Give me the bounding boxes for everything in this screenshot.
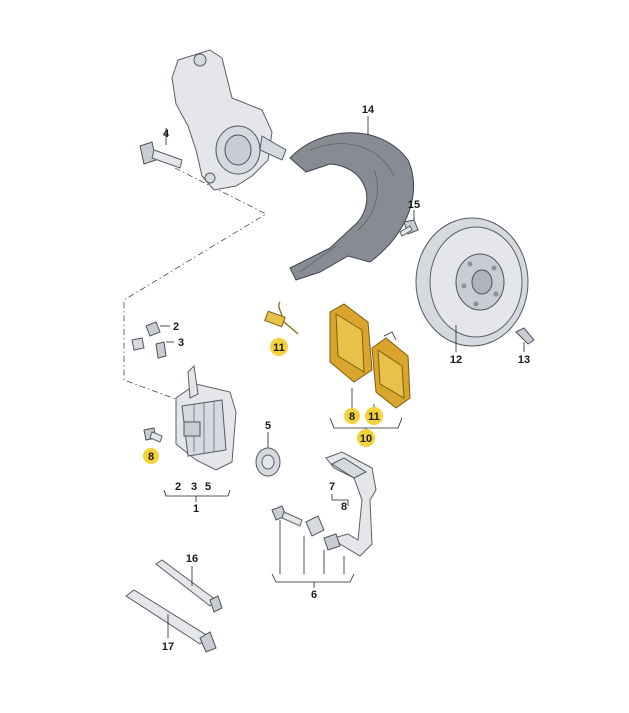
- callout-1: 1: [193, 503, 199, 515]
- caliper-carrier: [325, 451, 377, 557]
- callout-2: 2: [173, 321, 179, 333]
- group1-label-2: 2: [175, 481, 181, 493]
- callout-13: 13: [518, 354, 530, 366]
- bolt-15: [399, 210, 419, 237]
- callout-4: 4: [163, 128, 170, 140]
- callout-bolt-8: 8: [148, 451, 154, 463]
- splash-shield: [289, 132, 415, 281]
- guide-pin: [271, 505, 303, 527]
- group1-label-3: 3: [191, 481, 197, 493]
- callout-pad-8: 8: [349, 411, 355, 423]
- assembly-dashline: [123, 167, 267, 409]
- carrier-bolt: [323, 533, 341, 551]
- bracket-1: [163, 489, 231, 502]
- callout-10: 10: [360, 433, 372, 445]
- callout-5: 5: [265, 420, 271, 432]
- bolt-4: [139, 128, 183, 169]
- callout-pad-11: 11: [368, 411, 380, 423]
- bleed-screw: [145, 321, 170, 337]
- wear-sensor: [264, 301, 299, 356]
- callout-16: 16: [186, 553, 198, 565]
- brake-pad-outer: [329, 303, 373, 383]
- callout-3: 3: [178, 337, 184, 349]
- callout-15: 15: [408, 199, 420, 211]
- steering-knuckle: [171, 49, 287, 191]
- callout-sensor-11: 11: [273, 342, 285, 354]
- bracket-6: [271, 520, 355, 588]
- brake-pad-inner: [371, 331, 411, 409]
- callout-6: 6: [311, 589, 317, 601]
- callout-14: 14: [362, 104, 375, 116]
- callout-17: 17: [162, 641, 174, 653]
- callout-12: 12: [450, 354, 462, 366]
- dust-cap: [131, 337, 174, 359]
- brake-disc: [415, 217, 529, 352]
- brake-caliper: [175, 364, 237, 471]
- guide-bush: [305, 515, 325, 537]
- grease-tube-17: [125, 589, 217, 653]
- bolt-8: [143, 427, 163, 464]
- group1-label-5: 5: [205, 481, 211, 493]
- grease-tube-16: [155, 559, 223, 613]
- screw-13: [515, 327, 535, 352]
- group6-label-8: 8: [341, 501, 347, 513]
- group6-label-7: 7: [329, 481, 335, 493]
- piston-5: [255, 432, 281, 477]
